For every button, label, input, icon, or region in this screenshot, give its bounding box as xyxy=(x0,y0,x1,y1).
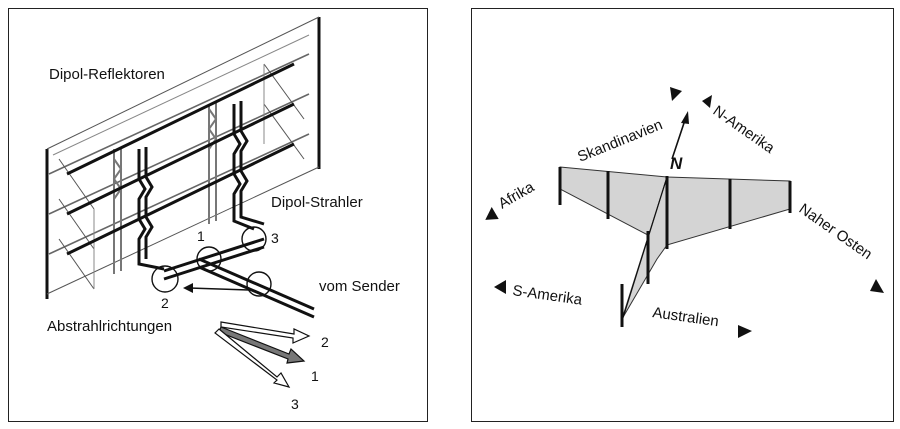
direction-arrows xyxy=(214,321,311,388)
region-n-amerika: N-Amerika xyxy=(702,95,778,157)
antenna-diagram: Dipol-Reflektoren Dipol-Strahler vom Sen… xyxy=(45,16,400,412)
label-dipole-reflectors: Dipol-Reflektoren xyxy=(49,66,165,83)
orientation-diagram-panel: N Afrika Skandinavien N-Amerika Naher Os… xyxy=(471,8,894,422)
switch-circle-1 xyxy=(196,246,222,272)
switch-circles xyxy=(151,226,272,297)
label-s-amerika: S-Amerika xyxy=(511,282,583,309)
north-arrow: N xyxy=(670,111,689,173)
region-australien: Australien xyxy=(651,304,752,338)
label-afrika: Afrika xyxy=(496,178,538,212)
label-from-transmitter: vom Sender xyxy=(319,278,400,295)
switch-circle-4 xyxy=(246,271,272,297)
arrow-number-1: 1 xyxy=(311,368,319,384)
direction-arrow-1 xyxy=(218,326,306,364)
radiator-number-3: 3 xyxy=(271,230,279,246)
radiator-number-2: 2 xyxy=(161,295,169,311)
direction-arrow-3 xyxy=(214,328,291,388)
north-label: N xyxy=(670,154,683,173)
switch-circle-3 xyxy=(241,226,267,252)
reflector-curtain xyxy=(45,16,321,299)
region-naher-osten: Naher Osten xyxy=(796,200,884,293)
direction-arrow-2 xyxy=(220,321,311,344)
label-skandinavien: Skandinavien xyxy=(575,116,665,166)
label-naher-osten: Naher Osten xyxy=(796,200,875,263)
label-dipole-radiators: Dipol-Strahler xyxy=(271,194,363,211)
feed-arrow xyxy=(183,283,250,293)
curtain-surface-main xyxy=(559,166,791,246)
radiator-number-1: 1 xyxy=(197,228,205,244)
arrow-number-3: 3 xyxy=(291,396,299,412)
orientation-diagram: N Afrika Skandinavien N-Amerika Naher Os… xyxy=(485,87,884,338)
antenna-diagram-panel: Dipol-Reflektoren Dipol-Strahler vom Sen… xyxy=(8,8,428,422)
region-s-amerika: S-Amerika xyxy=(494,280,584,309)
region-afrika: Afrika xyxy=(485,178,538,220)
label-australien: Australien xyxy=(651,304,719,330)
arrow-number-2: 2 xyxy=(321,334,329,350)
region-skandinavien: Skandinavien xyxy=(575,87,682,166)
label-n-amerika: N-Amerika xyxy=(710,102,778,157)
radiator-curtain xyxy=(66,62,315,319)
switch-circle-2 xyxy=(151,265,179,293)
label-radiation-directions: Abstrahlrichtungen xyxy=(47,318,172,335)
